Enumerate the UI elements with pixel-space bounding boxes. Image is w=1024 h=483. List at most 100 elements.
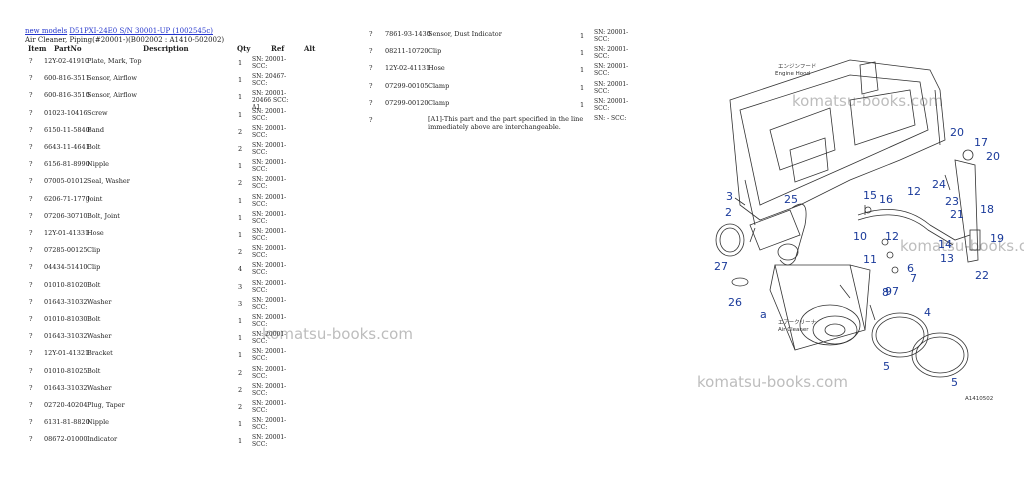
row-item: ? <box>29 143 33 151</box>
callout-number: 13 <box>940 252 954 265</box>
row-sn: SN: 20001-SCC: <box>252 417 287 432</box>
header-description: Description <box>143 44 189 53</box>
row-qty: 1 <box>580 83 585 92</box>
callout-number: 3 <box>726 190 733 203</box>
row-sn: SN: 20001-SCC: <box>252 159 287 174</box>
callout-number: 5 <box>951 376 958 389</box>
row-qty: 2 <box>238 403 243 411</box>
row-qty: 1 <box>238 110 243 119</box>
row-partno: 01010-81025 <box>44 366 88 375</box>
row-item: ? <box>369 64 373 73</box>
row-description: Washer <box>87 383 112 392</box>
header-partno: PartNo <box>54 44 82 53</box>
breadcrumb: new models D51PXI-24E0 S/N 30001-UP (100… <box>25 27 213 35</box>
row-partno: 6156-81-8990 <box>44 160 90 169</box>
row-partno: 07206-30710 <box>44 211 88 220</box>
row-description: Bolt <box>87 366 101 375</box>
callout-number: 20 <box>986 150 1000 163</box>
row-item: ? <box>29 349 33 358</box>
callout-number: 23 <box>945 195 959 208</box>
row-partno: 04434-51410 <box>44 263 88 272</box>
row-item: ? <box>369 81 373 90</box>
header-ref: Ref <box>271 44 285 53</box>
row-partno: 02720-40204 <box>44 401 88 409</box>
row-qty: 2 <box>238 368 243 377</box>
row-description: Plug, Taper <box>87 401 125 409</box>
header-item: Item <box>28 44 47 53</box>
callout-number: 8 <box>882 286 889 299</box>
row-item: ? <box>29 366 33 375</box>
row-qty: 2 <box>238 145 243 153</box>
row-qty: 1 <box>238 162 243 171</box>
row-partno: 07299-00120 <box>385 98 429 107</box>
row-partno: 12Y-02-41131 <box>385 64 431 73</box>
callout-number: 7 <box>910 272 917 285</box>
row-description: Clip <box>87 246 101 255</box>
row-partno: 12Y-01-41331 <box>44 229 90 237</box>
callout-number: 11 <box>863 253 877 266</box>
row-qty: 1 <box>580 32 585 40</box>
row-partno: 7861-93-1430 <box>385 30 431 38</box>
callout-number: 12 <box>885 230 899 243</box>
watermark: komatsu-books.com <box>262 325 413 343</box>
row-partno: 01023-10416 <box>44 108 88 117</box>
row-description: Sensor, Dust Indicator <box>428 30 502 38</box>
engine-hood-label-jp: エンジンフード <box>778 63 816 70</box>
row-item: ? <box>29 125 33 134</box>
row-sn: SN: 20001-SCC: <box>252 365 287 380</box>
row-description: Bolt <box>87 280 101 289</box>
row-item: ? <box>29 401 33 409</box>
row-description: Washer <box>87 297 112 306</box>
row-qty: 2 <box>238 248 243 257</box>
row-sn: SN: 20001-SCC: <box>252 296 287 311</box>
callout-number: 5 <box>883 360 890 373</box>
row-qty: 1 <box>238 59 243 67</box>
row-sn: SN: 20001-SCC: <box>252 228 287 242</box>
breadcrumb-link-model[interactable]: D51PXI-24E0 S/N 30001-UP (1002545c) <box>69 27 213 35</box>
callout-number: 7 <box>892 285 899 298</box>
row-partno: 600-816-3510 <box>44 91 90 100</box>
callout-number: 22 <box>975 269 989 282</box>
row-sn: SN: 20001-SCC: <box>594 97 629 112</box>
engine-hood-label: Engine Hood <box>775 71 810 77</box>
row-item: ? <box>29 435 33 444</box>
reference-a-label: a <box>760 308 767 321</box>
callout-number: 12 <box>907 185 921 198</box>
row-partno: 01643-31032 <box>44 332 88 341</box>
row-description: Clip <box>87 263 101 272</box>
row-partno: 6150-11-5840 <box>44 125 90 134</box>
callout-number: 6 <box>907 262 914 275</box>
row-item: ? <box>29 315 33 323</box>
row-sn: SN: 20001-SCC: <box>594 46 629 61</box>
row-description: Hose <box>87 229 104 237</box>
row-qty: 3 <box>238 299 243 308</box>
row-partno: 08211-10720 <box>385 47 429 56</box>
row-partno: 6206-71-1770 <box>44 194 90 203</box>
row-description: Bolt <box>87 143 101 151</box>
callout-number: 10 <box>853 230 867 243</box>
row-description: Screw <box>87 108 108 117</box>
row-qty: 1 <box>238 76 243 85</box>
row-partno: 6643-11-4641 <box>44 143 90 151</box>
row-sn: SN: 20001-SCC: <box>252 210 287 225</box>
row-description: Clamp <box>428 81 450 90</box>
breadcrumb-link-new-models[interactable]: new models <box>25 27 68 35</box>
air-cleaner-label-jp: エアークリーナ <box>778 319 817 326</box>
row-item: ? <box>29 160 33 169</box>
row-sn: SN: 20467-SCC: <box>252 73 287 88</box>
row-sn: SN: 20001-SCC: <box>252 124 287 139</box>
row-description: Joint <box>87 194 103 203</box>
row-item: ? <box>29 74 33 83</box>
row-sn: SN: 20001-SCC: <box>252 245 287 260</box>
row-partno: 07299-00105 <box>385 81 429 90</box>
callout-number: 25 <box>784 193 798 206</box>
watermark: komatsu-books.com <box>792 92 943 110</box>
row-qty: 3 <box>238 282 243 291</box>
callout-number: 4 <box>924 306 931 319</box>
row-sn: SN: 20001-SCC: <box>252 142 287 156</box>
row-item: ? <box>29 383 33 392</box>
figure-id: A1410502 <box>965 396 993 402</box>
row-item: ? <box>29 332 33 341</box>
row-sn: SN: 20001-SCC: <box>252 314 287 328</box>
